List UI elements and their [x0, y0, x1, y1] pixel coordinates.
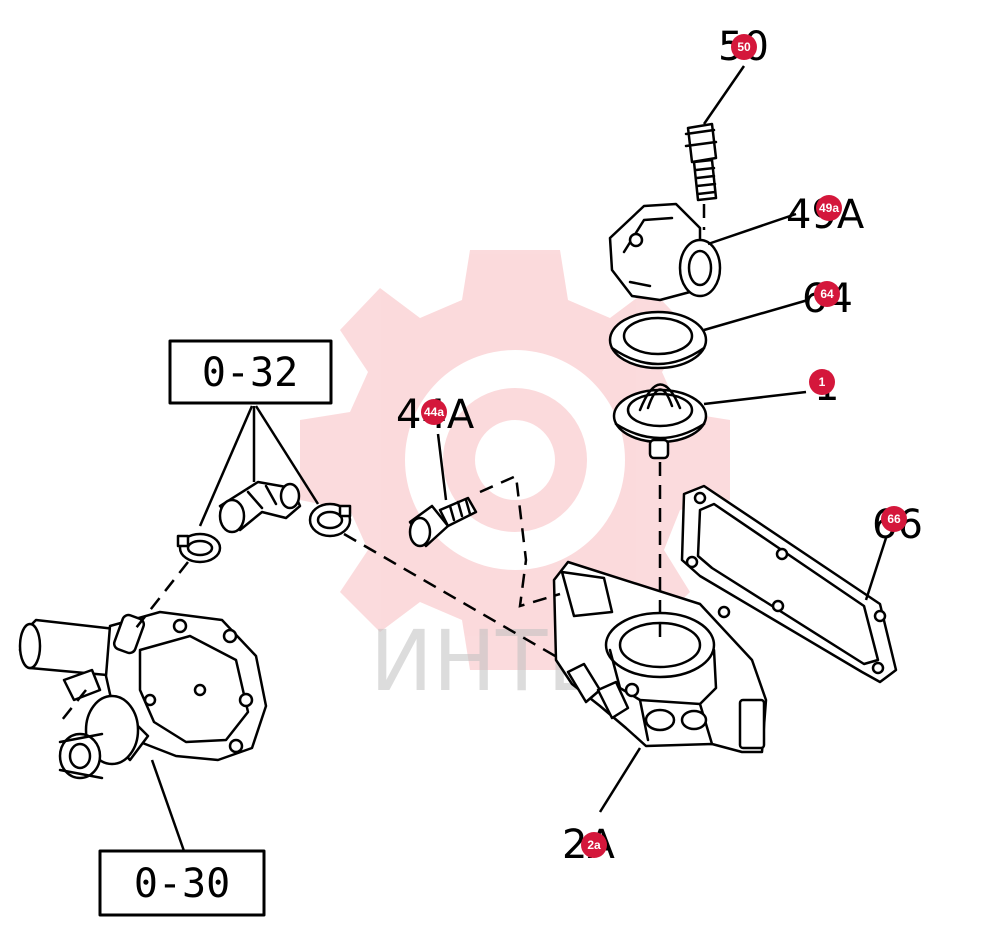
thermostat-1 — [612, 383, 708, 460]
leader-lines — [150, 65, 888, 852]
svg-text:64[interactable]: 64 — [820, 287, 834, 301]
svg-text:50[interactable]: 50 — [737, 40, 751, 54]
svg-text:44a[interactable]: 44a — [424, 405, 444, 419]
marker-66[interactable]: 66 — [881, 506, 907, 532]
bolt-50 — [684, 122, 718, 202]
marker-1[interactable]: 1 — [809, 369, 835, 395]
marker-64[interactable]: 64 — [814, 281, 840, 307]
marker-49a[interactable]: 49a — [816, 195, 842, 221]
marker-44a[interactable]: 44a — [421, 399, 447, 425]
gasket-64 — [608, 310, 708, 370]
gasket-66 — [680, 484, 898, 684]
ref-box-top-text: 0-32 — [202, 350, 298, 396]
ref-box-bottom-text: 0-30 — [134, 861, 230, 907]
marker-2a[interactable]: 2a — [581, 832, 607, 858]
ref-box-top — [168, 339, 333, 405]
marker-50[interactable]: 50 — [731, 34, 757, 60]
water-pump-assembly — [18, 610, 268, 780]
water-outlet-49a — [608, 202, 722, 302]
svg-text:49a[interactable]: 49a — [819, 201, 839, 215]
svg-text:66[interactable]: 66 — [887, 512, 901, 526]
hose-center — [218, 480, 302, 534]
svg-text:1[interactable]: 1 — [819, 375, 826, 389]
bolt-44a — [408, 496, 478, 548]
dashed-assembly-lines — [61, 204, 706, 721]
hose-clamp-right — [308, 502, 352, 538]
thermostat-housing-2a — [552, 560, 768, 754]
ref-box-bottom — [98, 849, 266, 917]
hose-clamp-left — [176, 532, 222, 564]
svg-text:2a[interactable]: 2a — [587, 838, 601, 852]
